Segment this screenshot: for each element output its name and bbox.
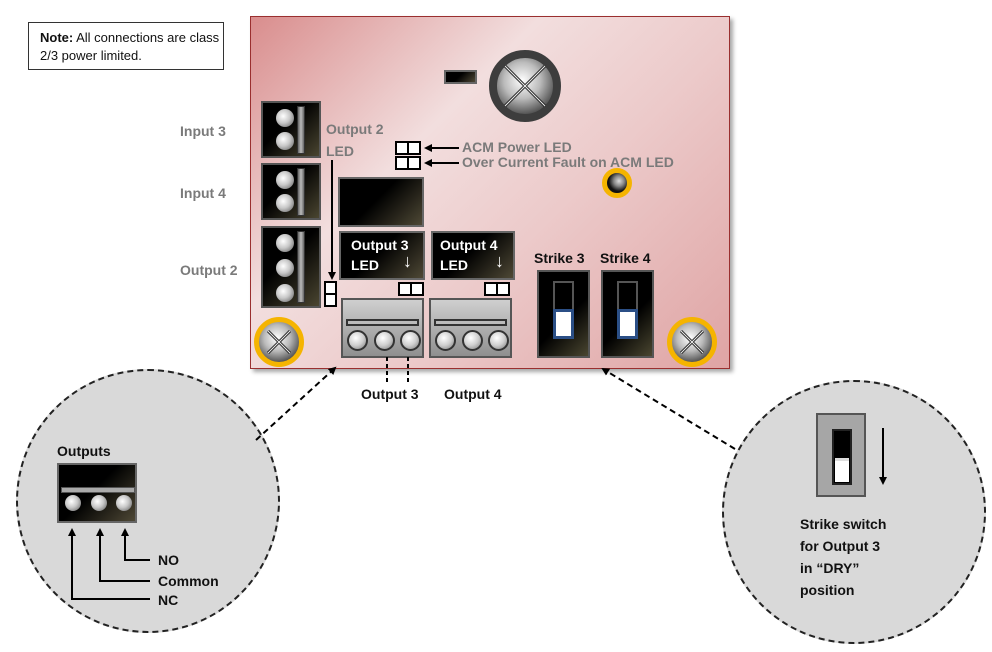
output3-terminal-label: Output 3 (361, 386, 419, 402)
strike-switch-slider (835, 458, 849, 482)
caption-line: Strike switch (800, 516, 887, 532)
terminal-pin (116, 495, 132, 511)
terminal-pin (276, 259, 294, 277)
terminal-pin (488, 330, 509, 351)
screw-cross-icons (266, 64, 705, 355)
input4-terminal (261, 163, 321, 220)
output4-led-label-line1: Output 4 (440, 237, 498, 253)
strike-switch-diagram (816, 413, 866, 497)
output2-led (324, 281, 337, 307)
strike-switch-caption: Strike switch for Output 3 in “DRY” posi… (800, 513, 886, 601)
acm-power-led-label: ACM Power LED (462, 139, 572, 155)
strike3-switch[interactable] (537, 270, 590, 358)
terminal-pin (276, 132, 294, 150)
pin-label-common: Common (158, 573, 219, 589)
output2-led-label: Output 2 LED (326, 118, 384, 162)
terminal-pin (462, 330, 483, 351)
terminal-pin (91, 495, 107, 511)
note-text: All connections are class 2/3 power limi… (40, 30, 220, 63)
terminal-pin (276, 284, 294, 302)
output4-led (484, 282, 510, 296)
down-arrow-icon: ↓ (495, 251, 504, 271)
right-callout-connector (601, 367, 736, 450)
terminal-bar (297, 231, 305, 303)
no-pin-arrow (121, 528, 150, 561)
board-component (444, 70, 477, 84)
strike4-label: Strike 4 (600, 250, 651, 266)
caption-line: position (800, 582, 855, 598)
output4-terminal (429, 298, 512, 358)
output2-led-label-line1: Output 2 (326, 121, 384, 137)
screw-cross-highlights (267, 65, 704, 354)
outputs-callout-title: Outputs (57, 443, 111, 459)
over-current-led (395, 156, 421, 170)
output3-led-label-line2: LED (351, 257, 379, 273)
left-callout-connector (255, 366, 337, 441)
terminal-pin (276, 171, 294, 189)
terminal-pin (400, 330, 421, 351)
output3-led (398, 282, 424, 296)
pin-label-nc: NC (158, 592, 179, 608)
terminal-pin (276, 194, 294, 212)
pin-label-no: NO (158, 552, 179, 568)
terminal-pin (276, 234, 294, 252)
potentiometer[interactable] (602, 168, 632, 198)
output4-led-block: Output 4 LED ↓ (431, 231, 515, 280)
strike3-label: Strike 3 (534, 250, 585, 266)
output3-led-label-line1: Output 3 (351, 237, 409, 253)
terminal-pin (65, 495, 81, 511)
input3-label: Input 3 (180, 123, 226, 139)
strike4-slider[interactable] (617, 309, 638, 339)
over-current-led-label: Over Current Fault on ACM LED (462, 154, 674, 170)
acm-power-led (395, 141, 421, 155)
outputs-terminal-diagram (57, 463, 137, 523)
terminal-pin (435, 330, 456, 351)
output4-terminal-label: Output 4 (444, 386, 502, 402)
strike4-switch[interactable] (601, 270, 654, 358)
common-pin-arrow (96, 528, 150, 582)
board-chip (338, 177, 424, 227)
output2-terminal (261, 226, 321, 308)
terminal-pin (374, 330, 395, 351)
input4-label: Input 4 (180, 185, 226, 201)
output3-led-block: Output 3 LED ↓ (339, 231, 425, 280)
terminal-pin (347, 330, 368, 351)
note-bold: Note: (40, 30, 74, 45)
down-arrow-icon: ↓ (403, 251, 412, 271)
output2-led-label-line2: LED (326, 143, 354, 159)
terminal-bar (297, 168, 305, 216)
output4-led-label-line2: LED (440, 257, 468, 273)
note-box: Note: All connections are class 2/3 powe… (28, 22, 224, 70)
caption-line: for Output 3 (800, 538, 881, 554)
terminal-pin (276, 109, 294, 127)
strike3-slider[interactable] (553, 309, 574, 339)
caption-line: in “DRY” (800, 560, 860, 576)
input3-terminal (261, 101, 321, 158)
output2-label: Output 2 (180, 262, 238, 278)
terminal-bar (297, 106, 305, 154)
nc-pin-arrow (68, 528, 150, 600)
output3-terminal (341, 298, 424, 358)
